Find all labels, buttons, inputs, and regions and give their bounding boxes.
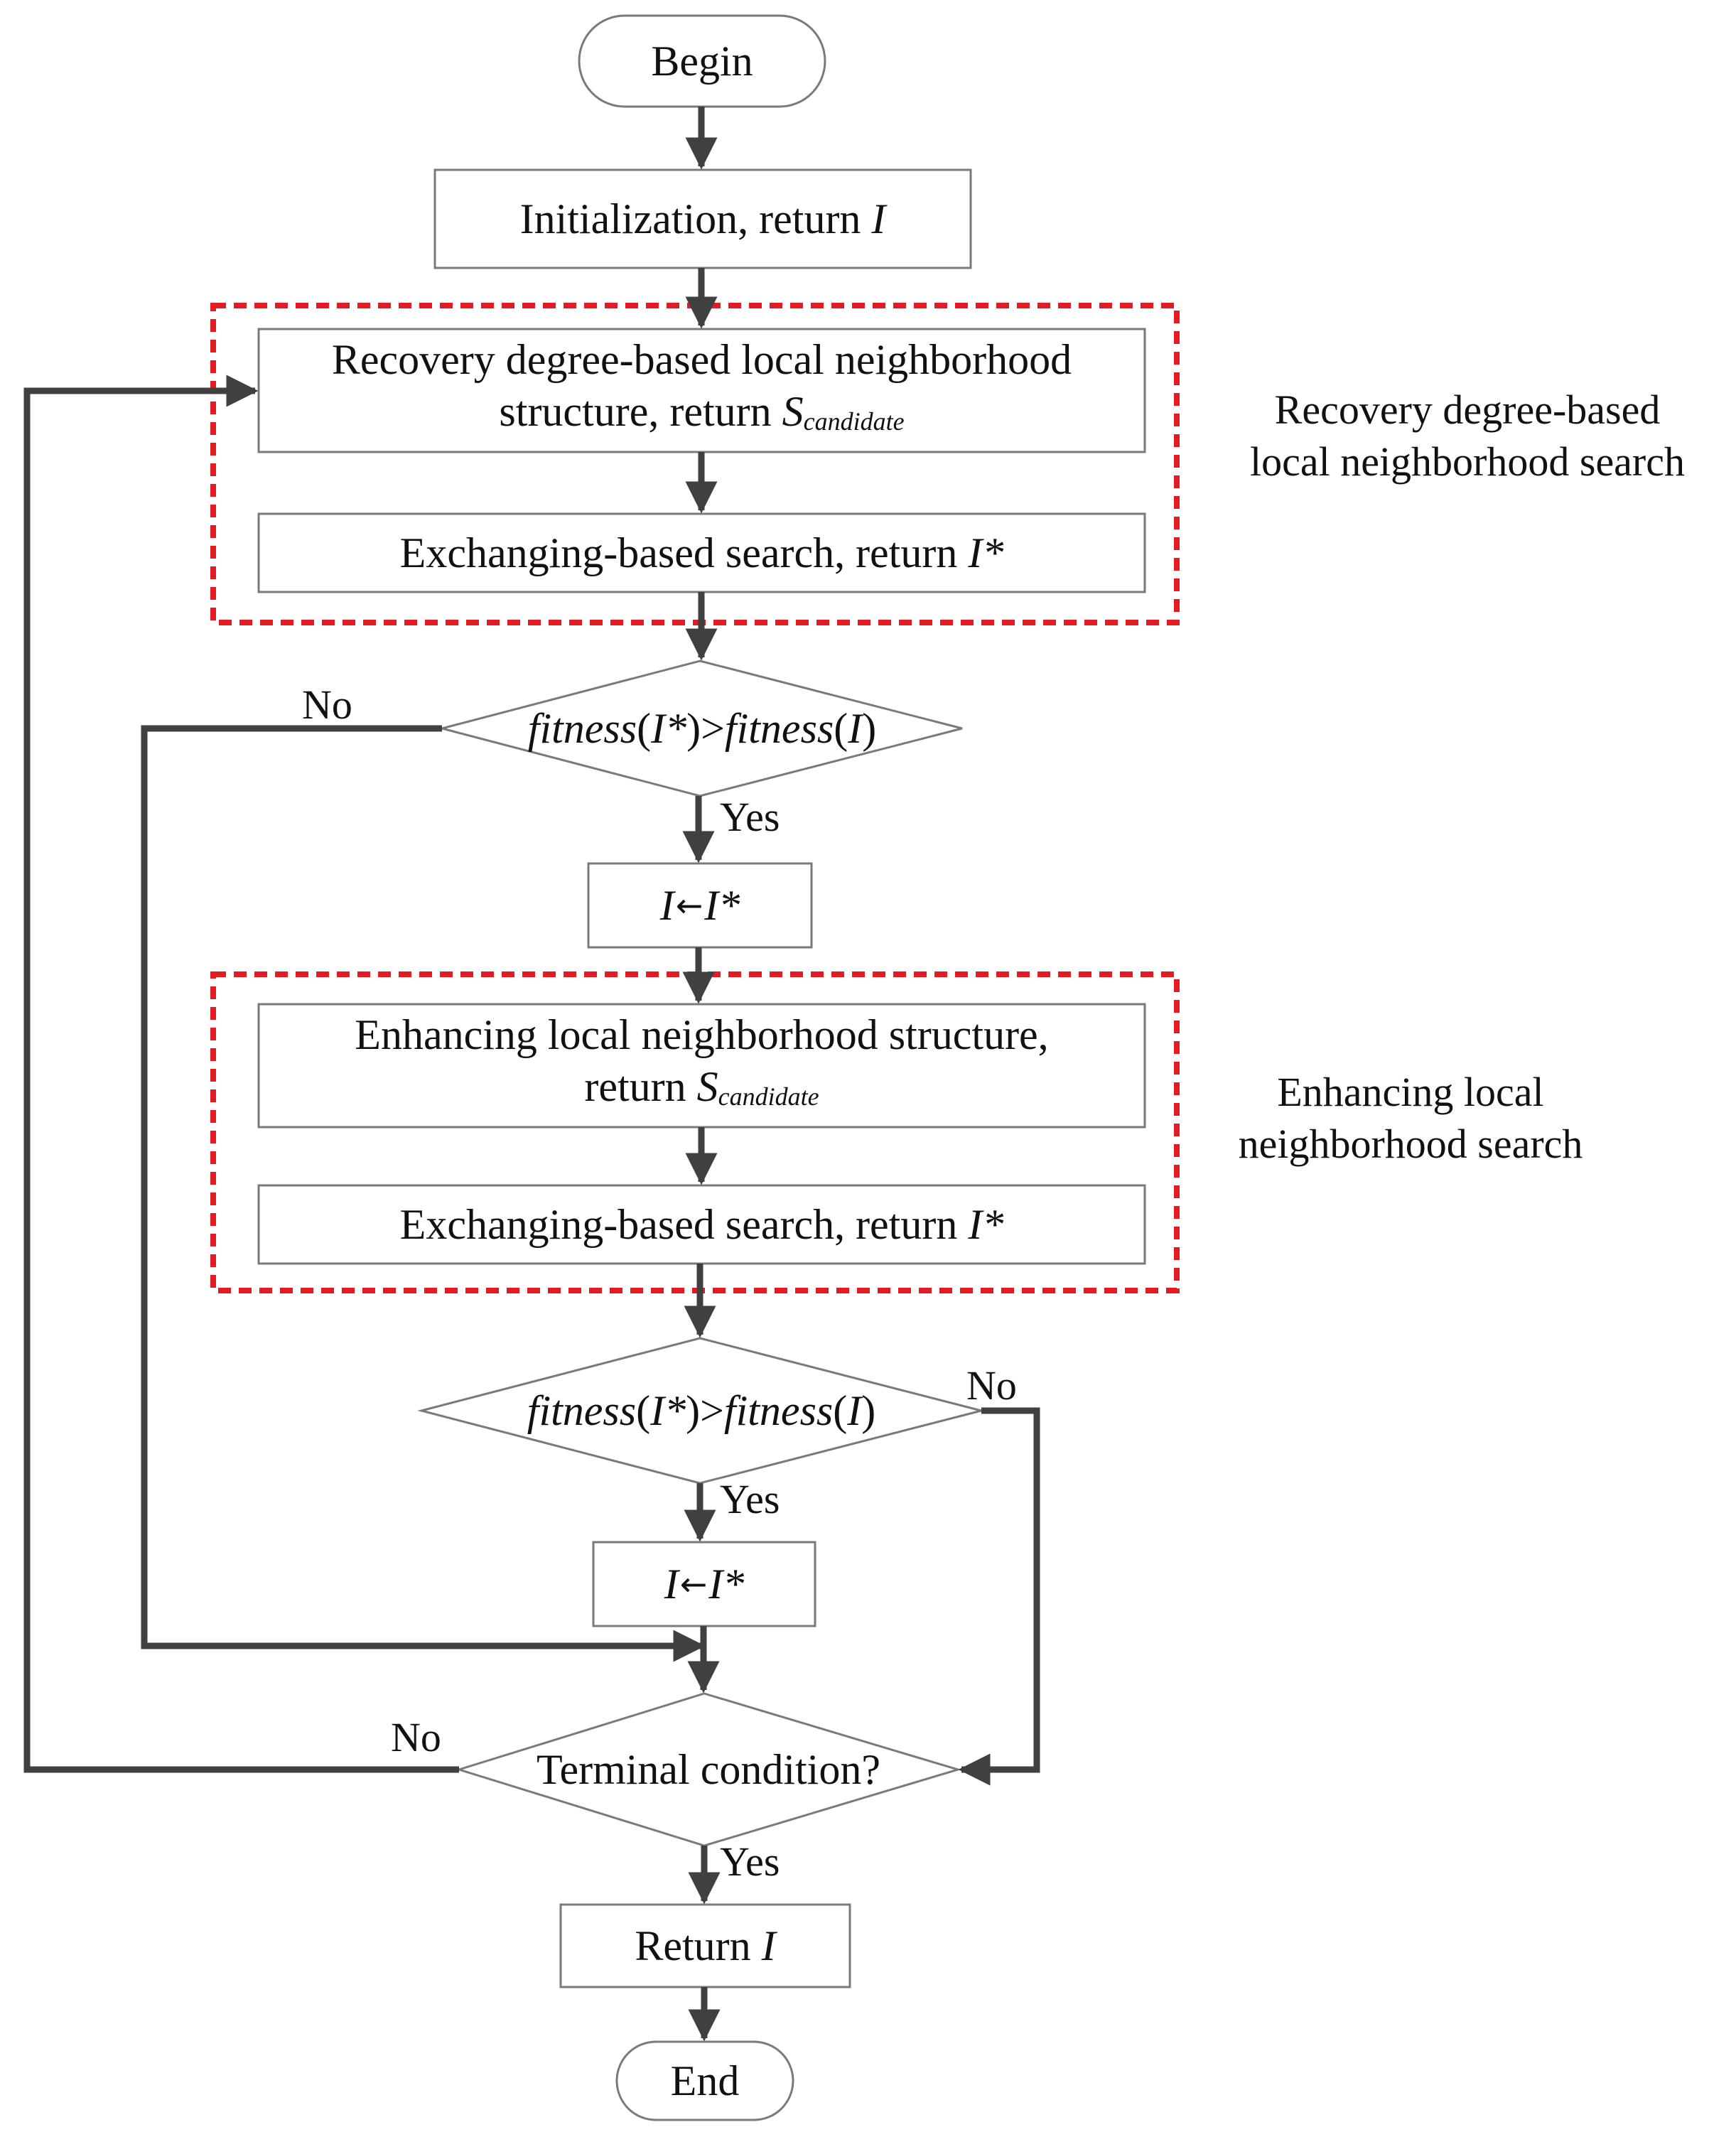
- exchanging-search-1-var: I*: [968, 529, 1004, 576]
- begin-label: Begin: [579, 16, 825, 107]
- decision-2-no-label: No: [966, 1362, 1017, 1409]
- return-result-label: Return I: [561, 1905, 850, 1987]
- assign-2-lhs: I: [664, 1560, 679, 1608]
- decision-1-func2: fitness: [724, 704, 834, 752]
- decision-2-func2: fitness: [723, 1387, 834, 1434]
- return-result-var: I: [761, 1922, 776, 1969]
- initialization-var: I: [871, 195, 886, 242]
- edge-decision-1-no-loop: [141, 725, 706, 1662]
- enhancing-group-caption: Enhancing local neighborhood search: [1208, 1066, 1613, 1170]
- decision-2-arg1: I*: [650, 1387, 686, 1434]
- exchanging-search-1-text: Exchanging-based search, return: [399, 529, 969, 576]
- assign-1-rhs: I*: [704, 881, 740, 929]
- assign-box-1: [587, 862, 813, 949]
- exchanging-search-1-label: Exchanging-based search, return I*: [259, 514, 1145, 592]
- decision-2-yes-label: Yes: [720, 1476, 780, 1522]
- recovery-group-caption-line1: Recovery degree-based: [1274, 387, 1661, 433]
- enhancing-structure-box: [257, 1003, 1146, 1129]
- decision-2-op: >: [700, 1387, 724, 1434]
- edge-terminal-no-loop: [23, 375, 459, 1773]
- return-result-text: Return: [635, 1922, 762, 1969]
- decision-2-arg2: I: [847, 1387, 862, 1434]
- recovery-group-caption-line2: local neighborhood search: [1249, 438, 1685, 485]
- terminal-yes-label: Yes: [720, 1838, 780, 1885]
- assign-1-lhs: I: [659, 881, 674, 929]
- enhancing-group-caption-line1: Enhancing local: [1277, 1069, 1544, 1115]
- enhancing-structure-line2-prefix: return: [584, 1062, 697, 1110]
- decision-1-arg2: I: [848, 704, 863, 752]
- begin-text: Begin: [651, 37, 753, 85]
- recovery-structure-subscript: candidate: [803, 407, 905, 436]
- decision-1-op: >: [701, 704, 725, 752]
- assign-1-label: I←I*: [588, 863, 812, 947]
- enhancing-structure-var: S: [696, 1062, 718, 1110]
- assign-box-2: [592, 1541, 816, 1627]
- decision-2-label: fitness(I*)>fitness(I): [421, 1375, 981, 1446]
- decision-1-arg1: I*: [651, 704, 687, 752]
- exchanging-search-2-text: Exchanging-based search, return: [399, 1200, 969, 1248]
- terminal-condition-label: Terminal condition?: [459, 1734, 958, 1805]
- assign-2-label: I←I*: [593, 1542, 815, 1626]
- terminal-no-label: No: [391, 1714, 441, 1760]
- end-label: End: [617, 2042, 793, 2120]
- enhancing-structure-line2: return Scandidate: [584, 1061, 819, 1123]
- initialization-text: Initialization, return: [519, 195, 872, 242]
- enhancing-structure-label: Enhancing local neighborhood structure, …: [259, 1004, 1145, 1127]
- terminal-condition-text: Terminal condition?: [537, 1745, 880, 1793]
- end-text: End: [670, 2057, 740, 2104]
- initialization-box: [433, 168, 972, 269]
- return-result-box: [559, 1903, 851, 1988]
- recovery-structure-label: Recovery degree-based local neighborhood…: [259, 329, 1145, 452]
- initialization-label: Initialization, return I: [435, 170, 971, 268]
- decision-1-no-label: No: [302, 682, 352, 728]
- recovery-structure-line2-prefix: structure, return: [499, 387, 782, 435]
- exchanging-search-box-1: [257, 512, 1146, 593]
- decision-1-yes-label: Yes: [720, 794, 780, 840]
- recovery-structure-line2: structure, return Scandidate: [499, 386, 904, 448]
- assign-2-arrow: ←: [679, 1564, 708, 1603]
- edge-decision-2-no-loop: [958, 1407, 1040, 1786]
- decision-2-func1: fitness: [527, 1387, 637, 1434]
- recovery-structure-box: [257, 328, 1146, 453]
- enhancing-structure-line1: Enhancing local neighborhood structure,: [355, 1011, 1049, 1058]
- decision-1-func1: fitness: [527, 704, 637, 752]
- enhancing-structure-subscript: candidate: [718, 1082, 819, 1111]
- exchanging-search-2-label: Exchanging-based search, return I*: [259, 1185, 1145, 1264]
- decision-1-label: fitness(I*)>fitness(I): [442, 693, 962, 764]
- assign-1-arrow: ←: [675, 885, 703, 925]
- recovery-structure-line1: Recovery degree-based local neighborhood: [331, 335, 1072, 383]
- end-terminator: [615, 2040, 794, 2121]
- assign-2-rhs: I*: [708, 1560, 745, 1608]
- recovery-group-caption: Recovery degree-based local neighborhood…: [1208, 384, 1727, 488]
- exchanging-search-2-var: I*: [968, 1200, 1004, 1248]
- enhancing-group-caption-line2: neighborhood search: [1238, 1121, 1583, 1167]
- recovery-structure-var: S: [782, 387, 804, 435]
